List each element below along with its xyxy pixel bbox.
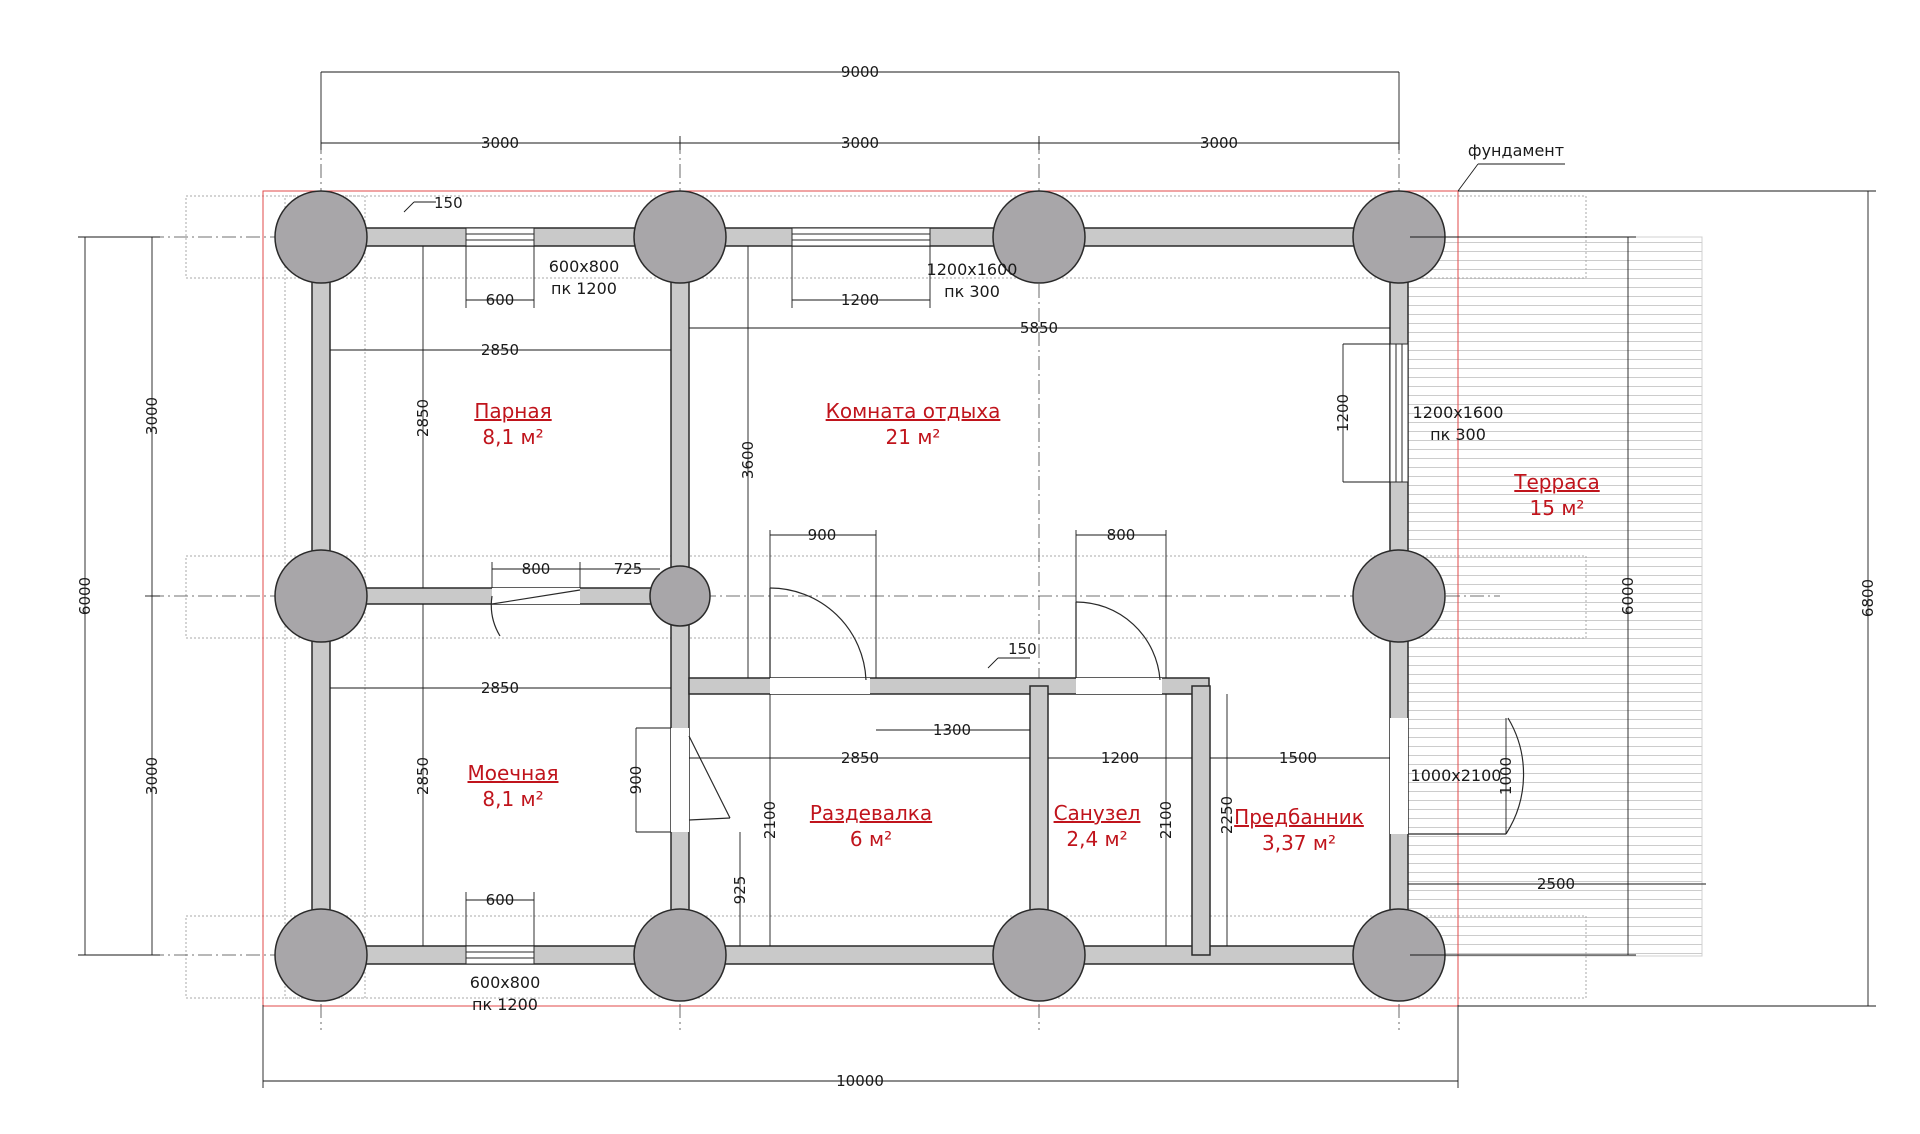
room-name-komnata: Комната отдыха [826,399,1001,423]
dim-2850-moech-w: 2850 [481,679,519,697]
dim-2850-moech-h: 2850 [414,757,432,795]
window-right-size: 1200х1600 [1413,403,1504,422]
dim-800-top: 800 [1107,526,1136,544]
dim-2850-parn-w: 2850 [481,341,519,359]
opening-labels: фундамент 600х800 пк 1200 1200х1600 пк 3… [470,141,1564,1014]
dim-3600: 3600 [739,441,757,479]
dim-3000-c: 3000 [1200,134,1238,152]
room-area-parnaya: 8,1 м² [482,425,543,449]
dimension-labels: 9000 3000 3000 3000 10000 6000 3000 3000… [76,63,1877,1090]
dim-725: 725 [614,560,643,578]
room-area-moechnaya: 8,1 м² [482,787,543,811]
room-area-terrasa: 15 м² [1530,496,1585,520]
dim-6800: 6800 [1859,579,1877,617]
dim-2850-parn-h: 2850 [414,399,432,437]
room-name-moechnaya: Моечная [468,761,559,785]
dim-1300: 1300 [933,721,971,739]
room-area-komnata: 21 м² [886,425,941,449]
post [649,565,711,627]
dim-10000: 10000 [836,1072,884,1090]
window-bottom [465,945,535,965]
dim-2850-razd-w: 2850 [841,749,879,767]
dim-6000-right: 6000 [1619,577,1637,615]
post [274,190,368,284]
window-right [1389,343,1409,483]
window-bottom-sill: пк 1200 [472,995,538,1014]
dim-800-left: 800 [522,560,551,578]
room-area-sanuzel: 2,4 м² [1066,827,1127,851]
room-area-predbannik: 3,37 м² [1262,831,1336,855]
foundation-label: фундамент [1468,141,1564,160]
dim-150-mid: 150 [1008,640,1037,658]
foundation-outline [262,190,1459,1007]
dim-3000-a: 3000 [481,134,519,152]
door-terrace-size: 1000х2100 [1411,766,1502,785]
dim-1200-san: 1200 [1101,749,1139,767]
dim-1500: 1500 [1279,749,1317,767]
window-top-mid [791,227,931,247]
window-right-sill: пк 300 [1430,425,1486,444]
post [992,190,1086,284]
dim-150-top: 150 [434,194,463,212]
dimension-lines [78,71,1876,1088]
dim-1200-right: 1200 [1334,394,1352,432]
post [274,908,368,1002]
post [274,549,368,643]
dim-600-top: 600 [486,291,515,309]
doors [490,587,1525,835]
room-name-sanuzel: Санузел [1054,801,1141,825]
window-top-left [465,227,535,247]
room-name-razdevalka: Раздевалка [810,801,932,825]
room-name-predbannik: Предбанник [1234,805,1364,829]
window-top-mid-sill: пк 300 [944,282,1000,301]
dim-2250: 2250 [1218,796,1236,834]
room-name-parnaya: Парная [474,399,551,423]
dim-2100-razd-h: 2100 [761,801,779,839]
dim-2500: 2500 [1537,875,1575,893]
post [1352,549,1446,643]
post [992,908,1086,1002]
posts [274,190,1446,1002]
dim-900-left: 900 [627,766,645,795]
dim-900-top: 900 [808,526,837,544]
dim-2100-san: 2100 [1157,801,1175,839]
terrace-decking [1405,236,1703,957]
room-area-razdevalka: 6 м² [850,827,892,851]
dim-3000-b: 3000 [841,134,879,152]
room-labels: Парная 8,1 м² Комната отдыха 21 м² Терра… [468,399,1600,855]
window-top-left-sill: пк 1200 [551,279,617,298]
dim-5850: 5850 [1020,319,1058,337]
room-name-terrasa: Терраса [1513,470,1599,494]
window-bottom-size: 600х800 [470,973,541,992]
dim-600-bottom: 600 [486,891,515,909]
dim-3000-left-bottom: 3000 [143,757,161,795]
dim-1000: 1000 [1497,757,1515,795]
dim-9000: 9000 [841,63,879,81]
dim-925: 925 [731,876,749,905]
dim-3000-left-top: 3000 [143,397,161,435]
windows [465,227,1409,965]
dim-1200-top: 1200 [841,291,879,309]
post [633,190,727,284]
dim-6000-left: 6000 [76,577,94,615]
window-top-mid-size: 1200х1600 [927,260,1018,279]
post [633,908,727,1002]
window-top-left-size: 600х800 [549,257,620,276]
